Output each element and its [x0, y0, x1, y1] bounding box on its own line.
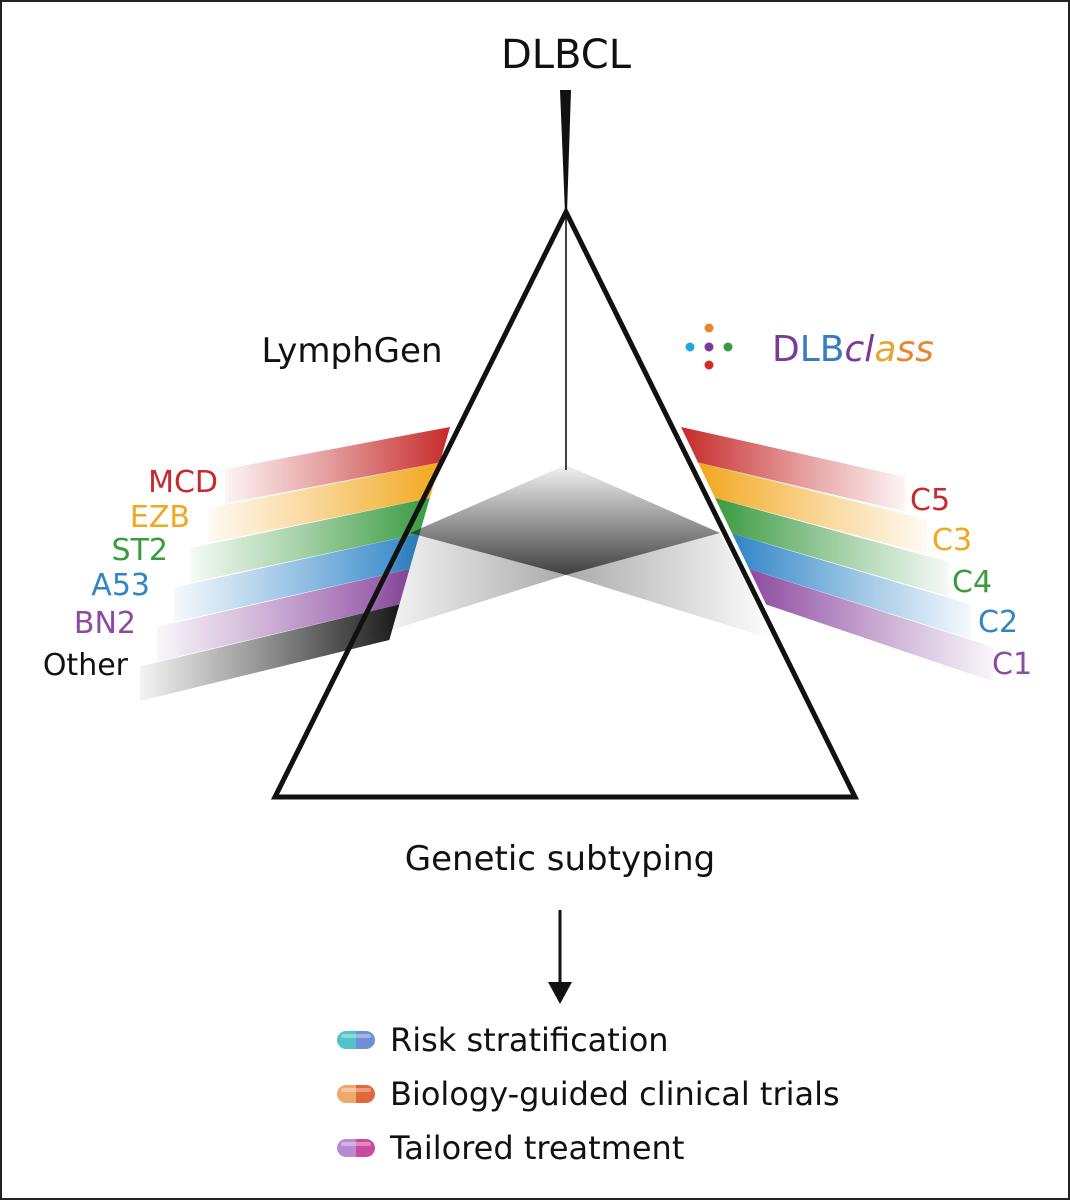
- right-band-c3: [698, 462, 927, 554]
- left-label-st2: ST2: [112, 533, 168, 568]
- left-band-st2: [191, 498, 430, 583]
- down-arrow-icon: [548, 910, 572, 1004]
- right-spectrum-bands: [681, 427, 993, 682]
- right-label-c1: C1: [992, 647, 1032, 682]
- left-band-a53: [174, 533, 420, 622]
- outcome-item: Tailored treatment: [337, 1129, 684, 1167]
- right-band-c2: [732, 533, 971, 639]
- genetic-subtyping-label: Genetic subtyping: [405, 839, 715, 879]
- left-band-bn2: [157, 569, 410, 662]
- dlbclass-logo-dots: [685, 323, 733, 370]
- logo-dot: [704, 360, 714, 370]
- logo-dot: [723, 342, 733, 352]
- left-spectrum-bands: [140, 427, 450, 701]
- outcome-label: Biology-guided clinical trials: [390, 1075, 840, 1113]
- prism-inner-shading: [360, 465, 775, 640]
- logo-dot: [704, 323, 714, 333]
- left-band-other: [140, 604, 400, 701]
- left-label-a53: A53: [91, 568, 150, 603]
- left-band-mcd: [225, 427, 450, 504]
- left-band-ezb: [208, 462, 440, 543]
- dlbclass-label: DLBclass: [772, 329, 934, 370]
- title-dlbcl: DLBCL: [501, 32, 632, 78]
- logo-dot: [704, 342, 714, 352]
- light-beam-inside: [565, 213, 567, 470]
- left-label-ezb: EZB: [130, 500, 190, 535]
- left-label-mcd: MCD: [148, 465, 218, 500]
- right-label-c3: C3: [932, 523, 972, 558]
- outcome-label: Risk stratification: [390, 1021, 669, 1059]
- outcome-item: Biology-guided clinical trials: [337, 1075, 840, 1113]
- light-beam-in: [560, 90, 571, 213]
- pill-icon: [337, 1085, 375, 1103]
- right-label-c5: C5: [910, 483, 950, 518]
- right-band-c5: [681, 427, 905, 512]
- left-label-bn2: BN2: [74, 606, 136, 641]
- outcome-label: Tailored treatment: [389, 1129, 684, 1167]
- pill-icon: [337, 1031, 375, 1049]
- pill-highlight: [341, 1088, 371, 1092]
- pill-highlight: [341, 1142, 371, 1146]
- right-label-c2: C2: [978, 605, 1018, 640]
- pill-highlight: [341, 1034, 371, 1038]
- left-label-other: Other: [43, 648, 129, 683]
- logo-dot: [685, 342, 695, 352]
- lymphgen-label: LymphGen: [261, 331, 442, 371]
- right-label-c4: C4: [952, 565, 992, 600]
- outcome-item: Risk stratification: [337, 1021, 669, 1059]
- right-band-c4: [715, 498, 949, 597]
- right-band-c1: [749, 569, 993, 682]
- pill-icon: [337, 1139, 375, 1157]
- prism-triangle: [270, 206, 860, 800]
